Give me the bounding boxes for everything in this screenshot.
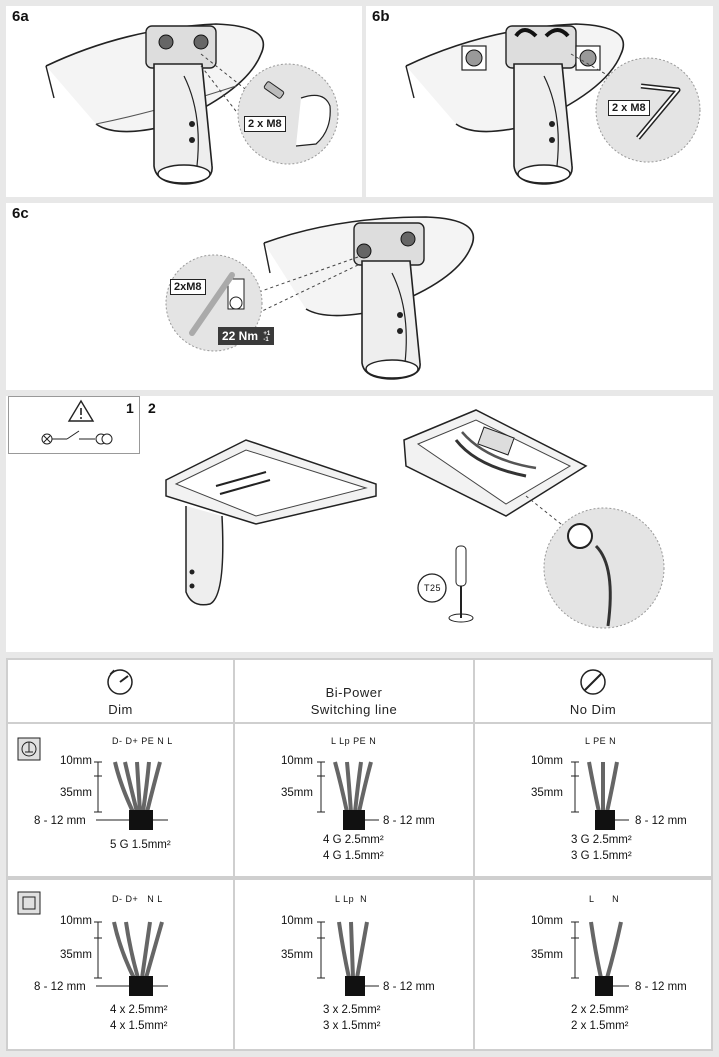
- step-label: 6b: [372, 8, 390, 25]
- step-number-2: 2: [148, 400, 156, 416]
- sheath-diameter: 8 - 12 mm: [383, 981, 435, 993]
- torque-tag: 22 Nm +1 -1: [218, 327, 275, 345]
- terminal-labels: D- D+ N L: [112, 894, 163, 904]
- cable-spec-2: 3 G 1.5mm²: [571, 850, 632, 862]
- terminal-labels: D- D+ PE N L: [112, 736, 173, 746]
- row-class2-bipower: L Lp N 10mm 35mm 8 - 12 mm 3 x 2.5mm² 3 …: [235, 880, 473, 1049]
- screw-count-tag: 2 x M8: [608, 100, 650, 116]
- wire-length: 35mm: [281, 949, 313, 961]
- cable-spec-2: 4 G 1.5mm²: [323, 850, 384, 862]
- tolerance-plus: +1: [263, 330, 271, 337]
- wire-length: 35mm: [531, 949, 563, 961]
- sheath-diameter: 8 - 12 mm: [34, 815, 86, 827]
- strip-length: 10mm: [531, 915, 563, 927]
- panel-6a: 6a 2 x M8: [6, 6, 362, 197]
- step-label: 6c: [12, 205, 29, 222]
- torque-value: 22 Nm: [222, 329, 259, 343]
- cable-spec-1: 5 G 1.5mm²: [110, 839, 171, 851]
- panel-6b: 6b 2 x M8: [366, 6, 713, 197]
- screw-count-tag: 2 x M8: [244, 116, 286, 132]
- sheath-diameter: 8 - 12 mm: [383, 815, 435, 827]
- cable-diagram: [317, 761, 379, 830]
- row-class1-dim: D- D+ PE N L 10mm 35mm 8 - 12 mm 5 G 1.5…: [8, 724, 233, 876]
- terminal-labels: L PE N: [585, 736, 617, 746]
- cable-spec-1: 3 x 2.5mm²: [323, 1004, 381, 1016]
- wire-length: 35mm: [281, 787, 313, 799]
- strip-length: 10mm: [281, 915, 313, 927]
- torx-driver-label: T25: [424, 583, 442, 593]
- cable-spec-2: 4 x 1.5mm²: [110, 1020, 168, 1032]
- strip-length: 10mm: [281, 755, 313, 767]
- terminal-labels: L Lp N: [335, 894, 368, 904]
- luminaire-illustration: [165, 216, 475, 380]
- row-class2-nodim: L N 10mm 35mm 8 - 12 mm 2 x 2.5mm² 2 x 1…: [475, 880, 711, 1049]
- header-bipower: Bi-Power Switching line: [235, 660, 473, 722]
- cable-spec-2: 2 x 1.5mm²: [571, 1020, 629, 1032]
- wiring-table: Dim Bi-Power Switching line No Dim D- D+: [6, 658, 713, 1051]
- sheath-diameter: 8 - 12 mm: [34, 981, 86, 993]
- cable-diagram: [571, 921, 629, 996]
- step-label: 6a: [12, 8, 29, 25]
- strip-length: 10mm: [60, 915, 92, 927]
- header-dim: Dim: [8, 660, 233, 722]
- wiring-compartment-illustration: [165, 409, 665, 629]
- no-dim-icon: [580, 669, 606, 695]
- cable-spec-1: 3 G 2.5mm²: [571, 834, 632, 846]
- terminal-labels: L Lp PE N: [331, 736, 377, 746]
- luminaire-illustration: [405, 23, 701, 185]
- row-class2-dim: D- D+ N L 10mm 35mm 8 - 12 mm 4 x 2.5mm²…: [8, 880, 233, 1049]
- sheath-diameter: 8 - 12 mm: [635, 981, 687, 993]
- wire-length: 35mm: [531, 787, 563, 799]
- terminal-labels: L N: [589, 894, 620, 904]
- cable-spec-1: 4 x 2.5mm²: [110, 1004, 168, 1016]
- cable-spec-1: 2 x 2.5mm²: [571, 1004, 629, 1016]
- header-nodim: No Dim: [475, 660, 711, 722]
- luminaire-illustration: [45, 23, 339, 185]
- sheath-diameter: 8 - 12 mm: [635, 815, 687, 827]
- row-class1-nodim: L PE N 10mm 35mm 8 - 12 mm 3 G 2.5mm² 3 …: [475, 724, 711, 876]
- tolerance-minus: -1: [263, 336, 269, 343]
- cable-diagram: [317, 921, 379, 996]
- column-title-dim: Dim: [108, 702, 133, 717]
- warning-box: [8, 396, 140, 454]
- panel-6c: 6c 2xM8 22 Nm +1 -1: [6, 203, 713, 390]
- screw-count-tag: 2xM8: [170, 279, 206, 295]
- cable-diagram: [17, 891, 168, 996]
- column-title-nodim: No Dim: [569, 702, 617, 717]
- cable-spec-1: 4 G 2.5mm²: [323, 834, 384, 846]
- strip-length: 10mm: [531, 755, 563, 767]
- cable-diagram: [17, 737, 168, 830]
- wire-length: 35mm: [60, 949, 92, 961]
- step-number-1: 1: [126, 400, 134, 416]
- cable-spec-2: 3 x 1.5mm²: [323, 1020, 381, 1032]
- warning-triangle-icon: [41, 399, 113, 445]
- cable-diagram: [571, 761, 629, 830]
- dimmer-knob-icon: [107, 669, 133, 695]
- panel-b: B 1 2: [6, 396, 713, 652]
- wire-length: 35mm: [60, 787, 92, 799]
- row-class1-bipower: L Lp PE N 10mm 35mm 8 - 12 mm 4 G 2.5mm²…: [235, 724, 473, 876]
- column-title-bipower: Bi-Power Switching line: [310, 685, 398, 717]
- strip-length: 10mm: [60, 755, 92, 767]
